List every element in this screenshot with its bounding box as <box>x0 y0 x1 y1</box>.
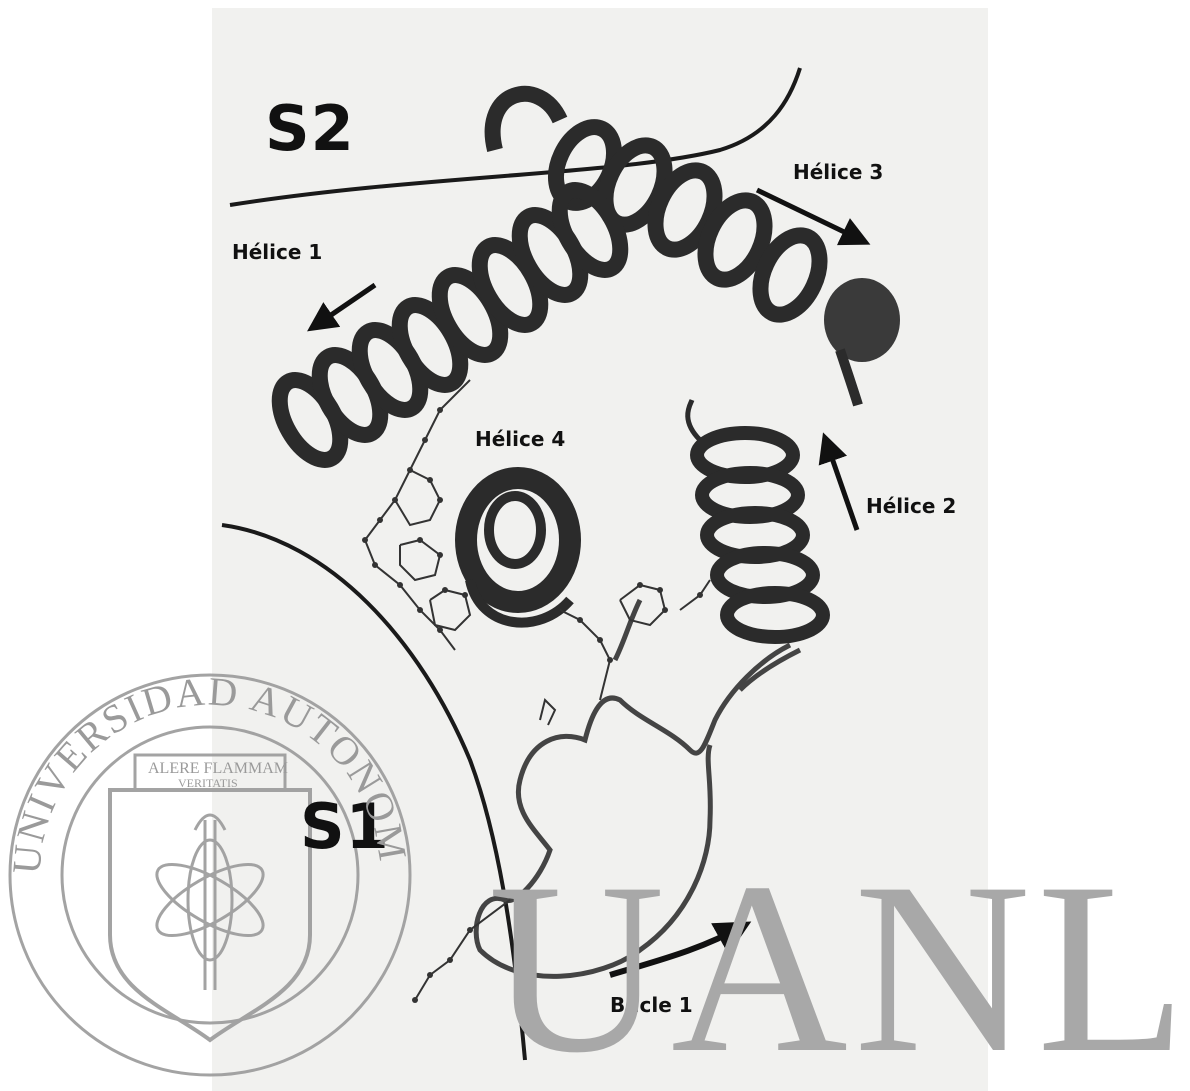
helix-4-ribbon <box>466 478 570 623</box>
helix-1-ribbon <box>267 180 633 470</box>
loop-1-coil-tail <box>615 600 800 690</box>
university-seal-watermark <box>10 675 410 1075</box>
uanl-watermark: UANL <box>488 845 1190 1090</box>
label-helice-2: Hélice 2 <box>866 494 956 518</box>
region-label-s1: S1 <box>300 790 390 863</box>
helix-2-direction-arrow <box>825 438 857 530</box>
helix-2-tail <box>688 400 700 440</box>
helix-3-end-cylinder <box>824 278 900 362</box>
label-helice-1: Hélice 1 <box>232 240 322 264</box>
helix-2-ribbon <box>697 433 823 637</box>
label-helice-4: Hélice 4 <box>475 427 565 451</box>
region-label-s2: S2 <box>265 92 355 165</box>
helix-1-direction-arrow <box>312 285 375 328</box>
label-helice-3: Hélice 3 <box>793 160 883 184</box>
seal-motto-line2: VERITATIS <box>178 776 238 791</box>
